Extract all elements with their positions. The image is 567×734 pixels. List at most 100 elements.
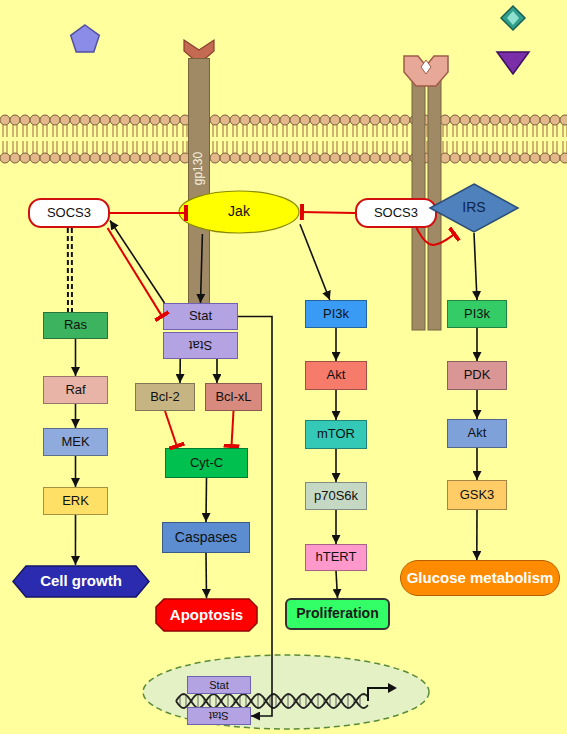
protein-box: hTERT — [305, 544, 367, 571]
node-label: Raf — [65, 383, 85, 397]
outcome-box: Proliferation — [285, 598, 390, 630]
lipid-head — [330, 153, 340, 163]
connector-line — [474, 233, 477, 300]
dna-rung — [276, 695, 277, 707]
node-label: Cell growth — [40, 573, 122, 590]
node-label: Akt — [327, 368, 346, 382]
dna-strand — [176, 694, 368, 708]
lipid-tail — [2, 141, 3, 153]
lipid-head — [240, 115, 250, 125]
connector-line — [165, 411, 177, 448]
lipid-head — [470, 153, 480, 163]
lipid-head — [260, 115, 270, 125]
lipid-tail — [342, 125, 343, 137]
lipid-tail — [482, 141, 483, 153]
lipid-head — [20, 153, 30, 163]
lipid-head — [520, 153, 530, 163]
lipid-tail — [386, 125, 387, 137]
lipid-head — [360, 153, 370, 163]
lipid-head — [210, 153, 220, 163]
lipid-tail — [222, 125, 223, 137]
connector — [206, 478, 208, 522]
lipid-tail — [162, 125, 163, 137]
node-label: Proliferation — [296, 606, 378, 621]
inhibitor-box: SOCS3 — [355, 198, 437, 228]
lipid-tail — [62, 125, 63, 137]
protein-box: PI3k — [305, 300, 367, 328]
lipid-tail — [222, 141, 223, 153]
lipid-tail — [252, 141, 253, 153]
lipid-head — [70, 115, 80, 125]
lipid-tail — [126, 141, 127, 153]
lipid-tail — [326, 141, 327, 153]
connector-line — [67, 228, 73, 312]
lipid-tail — [106, 125, 107, 137]
lipid-head — [340, 115, 350, 125]
lipid-head — [220, 115, 230, 125]
connector-line — [108, 228, 163, 318]
lipid-tail — [176, 141, 177, 153]
lipid-tail — [342, 141, 343, 153]
lipid-tail — [156, 141, 157, 153]
lipid-head — [10, 153, 20, 163]
lipid-tail — [556, 125, 557, 137]
lipid-head — [450, 153, 460, 163]
lipid-tail — [292, 125, 293, 137]
lipid-tail — [506, 141, 507, 153]
lipid-head — [90, 115, 100, 125]
connector-line — [476, 390, 478, 419]
lipid-tail — [552, 141, 553, 153]
protein-box: Ras — [43, 312, 108, 339]
lipid-head — [160, 115, 170, 125]
lipid-tail — [86, 141, 87, 153]
lipid-tail — [282, 141, 283, 153]
lipid-tail — [306, 125, 307, 137]
lipid-head — [320, 153, 330, 163]
lipid-head — [400, 115, 410, 125]
lipid-tail — [232, 141, 233, 153]
lipid-tail — [82, 125, 83, 137]
lipid-head — [320, 115, 330, 125]
ligand-diamond — [501, 6, 525, 30]
dna-strand — [176, 694, 368, 708]
protein-box: p70S6k — [305, 482, 367, 510]
lipid-tail — [152, 125, 153, 137]
node-label: IRS — [462, 200, 485, 215]
lipid-tail — [146, 125, 147, 137]
lipid-head — [500, 153, 510, 163]
connector — [180, 359, 181, 383]
lipid-tail — [32, 125, 33, 137]
lipid-tail — [112, 125, 113, 137]
lipid-head — [160, 153, 170, 163]
lipid-tail — [372, 125, 373, 137]
lipid-tail — [456, 125, 457, 137]
connector — [238, 317, 272, 717]
lipid-head — [550, 115, 560, 125]
connector-line — [75, 339, 77, 376]
lipid-head — [530, 153, 540, 163]
dna-helix — [176, 694, 368, 708]
lipid-head — [370, 153, 380, 163]
connector — [206, 553, 208, 598]
lipid-tail — [36, 141, 37, 153]
lipid-head — [260, 153, 270, 163]
transcription-arrowhead — [388, 683, 397, 693]
lipid-head — [390, 153, 400, 163]
inhibitor-box: SOCS3 — [28, 198, 110, 228]
lipid-tail — [96, 125, 97, 137]
lipid-tail — [442, 125, 443, 137]
lipid-tail — [112, 141, 113, 153]
connector-line — [75, 456, 77, 487]
lipid-head — [510, 153, 520, 163]
lipid-head — [280, 153, 290, 163]
connector — [336, 328, 337, 361]
lipid-head — [350, 153, 360, 163]
connector-line — [335, 390, 337, 420]
lipid-tail — [376, 141, 377, 153]
lipid-tail — [332, 141, 333, 153]
lipid-tail — [172, 141, 173, 153]
ligand-triangle — [497, 52, 529, 74]
node-label: Stat — [189, 309, 212, 323]
connector-line — [69, 228, 71, 312]
lipid-tail — [382, 125, 383, 137]
